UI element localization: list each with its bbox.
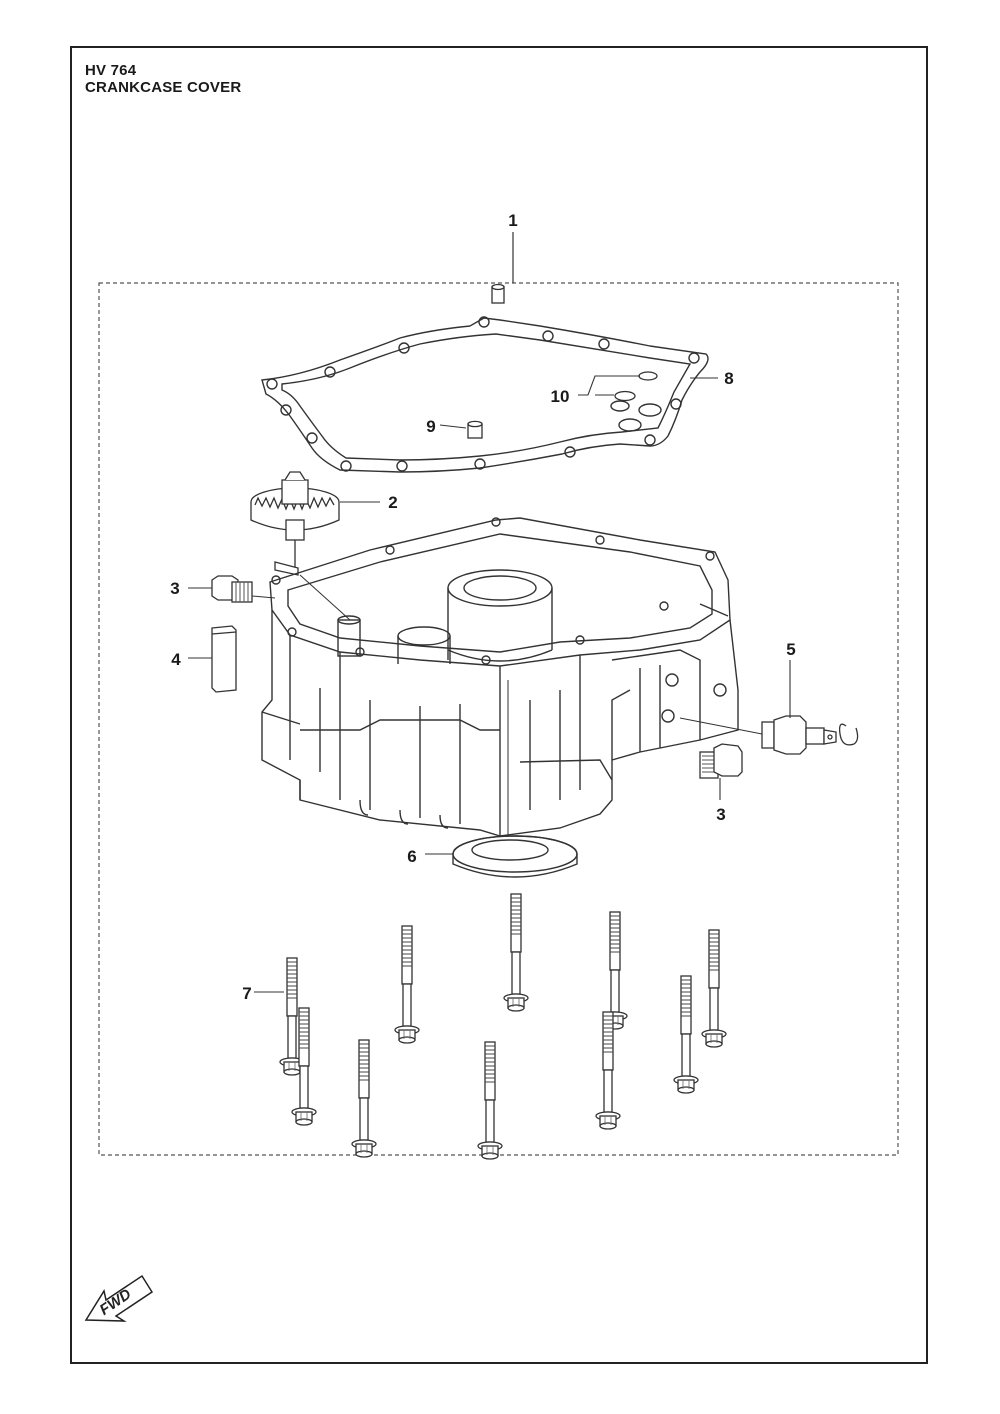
callout-7: 7 <box>242 984 251 1003</box>
dowel-pin-9 <box>467 420 483 439</box>
callout-5: 5 <box>786 640 795 659</box>
callout-6: 6 <box>407 847 416 866</box>
bolt <box>503 893 529 1012</box>
drawing-frame <box>70 46 928 1364</box>
forward-arrow-icon: FWD <box>84 1274 154 1322</box>
callout-4: 4 <box>171 650 181 669</box>
bolt <box>701 929 727 1048</box>
oil-seal <box>452 835 578 878</box>
crankcase-bolts <box>279 893 727 1160</box>
oil-drain-plug-right <box>699 743 743 779</box>
bolt <box>351 1039 377 1158</box>
bolt <box>673 975 699 1094</box>
kit-boundary <box>98 282 899 1156</box>
callout-3-left: 3 <box>170 579 179 598</box>
crankcase-gasket <box>261 316 709 473</box>
callout-3-right: 3 <box>716 805 725 824</box>
governor-gear <box>250 471 340 576</box>
callout-10: 10 <box>551 387 570 406</box>
section-title: CRANKCASE COVER <box>85 79 242 96</box>
callout-8: 8 <box>724 369 733 388</box>
callout-2: 2 <box>388 493 397 512</box>
bolt <box>477 1041 503 1160</box>
dowel-pin <box>491 283 505 304</box>
key <box>211 625 237 693</box>
oil-pressure-switch <box>761 715 859 755</box>
callout-1: 1 <box>508 211 517 230</box>
oil-drain-plug-left <box>211 575 253 603</box>
callout-9: 9 <box>426 417 435 436</box>
crankcase-cover-body <box>261 517 739 837</box>
model-title: HV 764 <box>85 62 137 79</box>
bolt <box>394 925 420 1044</box>
